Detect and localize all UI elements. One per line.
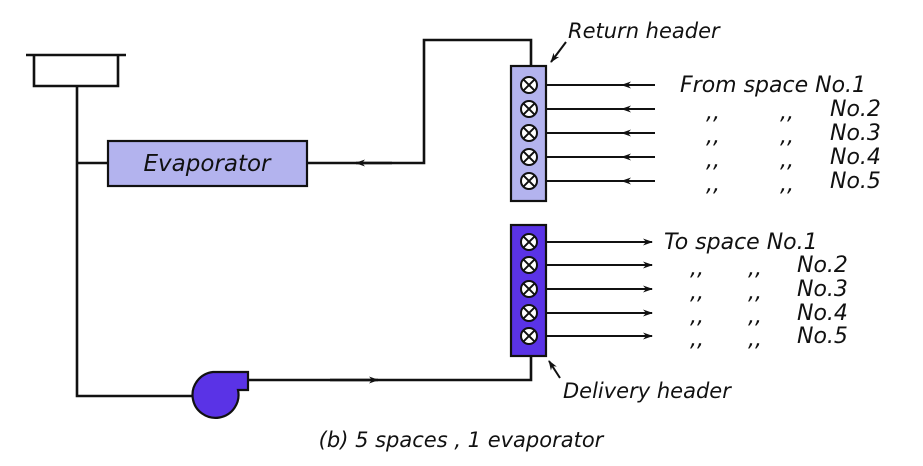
delivery-space-ditto-a-2: ,, (690, 256, 704, 281)
delivery-header-valves (520, 233, 538, 345)
return-space-ditto-a-3: ,, (706, 124, 720, 149)
main-supply-line (75, 86, 200, 398)
evaporator-label: Evaporator (143, 151, 272, 177)
delivery-space-ditto-b-2: ,, (748, 256, 762, 281)
delivery-header-valve-1 (520, 233, 538, 251)
return-space-number-3: No.3 (830, 121, 881, 146)
return-space-label-1: From space No.1 (680, 73, 866, 98)
delivery-space-label-1: To space No.1 (664, 230, 818, 255)
return-space-number-2: No.2 (830, 97, 881, 122)
return-space-number-4: No.4 (830, 145, 881, 170)
return-space-ditto-b-5: ,, (780, 172, 794, 197)
return-line (307, 38, 533, 165)
delivery-space-labels: To space No.1,,,, No.2,,,, No.3,,,, No.4,,,… (664, 230, 848, 352)
delivery-header-label: Delivery header (563, 379, 732, 403)
delivery-space-ditto-b-5: ,, (748, 327, 762, 352)
delivery-header-pointer (548, 360, 561, 379)
delivery-space-ditto-a-3: ,, (690, 280, 704, 305)
return-header-valve-2 (520, 100, 538, 118)
return-space-ditto-a-4: ,, (706, 148, 720, 173)
return-header-label: Return header (568, 19, 721, 43)
delivery-header-pipes (546, 238, 653, 340)
delivery-header-valve-2 (520, 256, 538, 274)
return-header-pipes (546, 81, 655, 185)
return-header-valve-1 (520, 76, 538, 94)
expansion-tank (26, 53, 126, 88)
return-header-valves (520, 76, 538, 190)
delivery-header-valve-5 (520, 327, 538, 345)
return-header-valve-3 (520, 124, 538, 142)
delivery-space-ditto-b-3: ,, (748, 280, 762, 305)
delivery-space-number-2: No.2 (797, 253, 848, 278)
return-space-ditto-a-5: ,, (706, 172, 720, 197)
return-space-ditto-a-2: ,, (706, 100, 720, 125)
return-header-valve-4 (520, 148, 538, 166)
delivery-header-valve-3 (520, 280, 538, 298)
delivery-space-ditto-a-5: ,, (690, 327, 704, 352)
delivery-space-number-5: No.5 (797, 324, 848, 349)
return-space-ditto-b-2: ,, (780, 100, 794, 125)
return-header-valve-5 (520, 172, 538, 190)
return-header-pointer (550, 41, 567, 63)
diagram-caption: (b) 5 spaces , 1 evaporator (319, 428, 605, 452)
delivery-space-number-3: No.3 (797, 277, 848, 302)
return-space-ditto-b-4: ,, (780, 148, 794, 173)
delivery-space-ditto-a-4: ,, (690, 304, 704, 329)
delivery-line (248, 356, 533, 382)
circulating-fan (191, 370, 250, 419)
return-space-labels: From space No.1,,,, No.2,,,, No.3,,,, No.4,… (680, 73, 881, 197)
return-space-ditto-b-3: ,, (780, 124, 794, 149)
delivery-space-ditto-b-4: ,, (748, 304, 762, 329)
delivery-header-valve-4 (520, 304, 538, 322)
return-space-number-5: No.5 (830, 169, 881, 194)
delivery-space-number-4: No.4 (797, 301, 848, 326)
